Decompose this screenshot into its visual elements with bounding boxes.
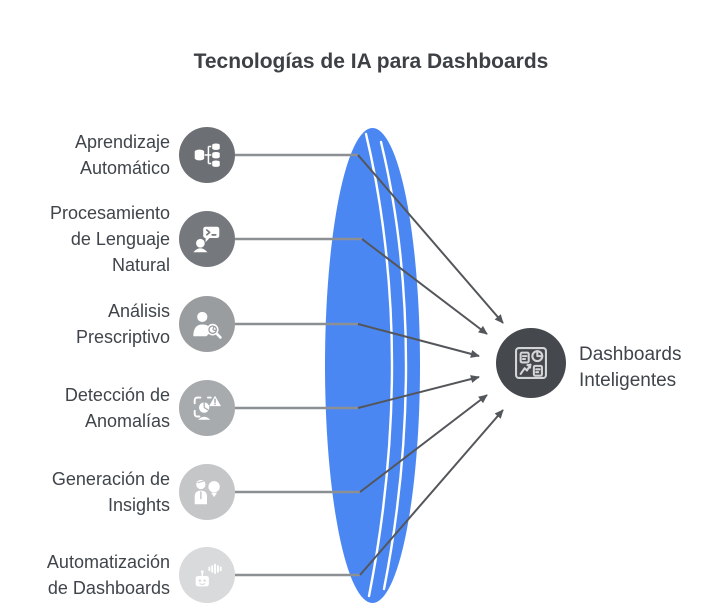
connector-line (235, 409, 504, 577)
item-label-generacion: Generación de Insights (51, 469, 170, 515)
person-lightbulb-icon (194, 479, 220, 505)
connector-line (235, 394, 488, 494)
node-nlp (179, 211, 235, 267)
node-machine-learning (179, 127, 235, 183)
dashboard-icon (515, 347, 547, 379)
machine-learning-icon (194, 143, 220, 167)
anomaly-scan-icon (193, 395, 221, 420)
lens-highlight-arc (379, 140, 408, 591)
item-label-automatizacion: Automatización de Dashboards (46, 552, 170, 598)
funnel-lens-ellipse (325, 128, 420, 603)
connector-line (235, 153, 504, 324)
item-label-analisis: Análisis Prescriptivo (75, 301, 170, 347)
person-magnifier-icon (193, 311, 222, 339)
nlp-chat-icon (193, 226, 220, 253)
connector-line (235, 322, 480, 358)
item-label-procesamiento: Procesamiento de Lenguaje Natural (49, 203, 170, 275)
node-automatizacion (179, 547, 235, 603)
connector-line (235, 375, 480, 410)
page-title: Tecnologías de IA para Dashboards (193, 50, 549, 73)
lens-highlight-arc (364, 132, 394, 598)
robot-waves-icon (195, 563, 222, 587)
item-label-aprendizaje: Aprendizaje Automático (74, 132, 170, 178)
node-deteccion-anomalias (179, 380, 235, 436)
node-generacion-insights (179, 464, 235, 520)
connector-line (235, 237, 488, 335)
target-label-dashboards-inteligentes: Dashboards Inteligentes (579, 344, 682, 391)
node-analisis-prescriptivo (179, 296, 235, 352)
item-label-deteccion: Detección de Anomalías (64, 385, 170, 431)
node-dashboards-inteligentes (496, 328, 566, 398)
